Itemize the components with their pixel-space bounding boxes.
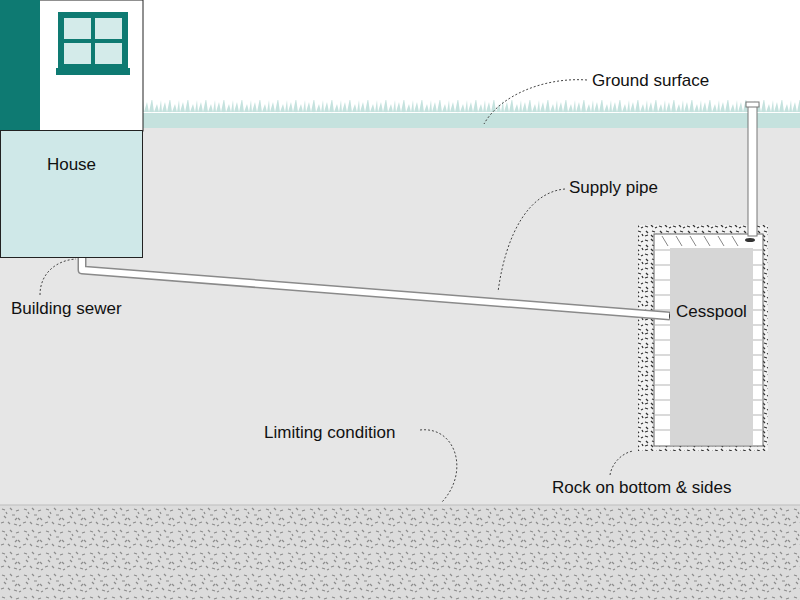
leader-line [498,189,565,292]
leader-line [484,80,587,124]
cesspool-chamber: Cesspool [670,248,753,445]
node-text: Cesspool [670,302,753,322]
pipe-label: Supply pipe [569,178,658,198]
sewer-label: Building sewer [11,299,122,319]
sewer-pipe [82,258,675,321]
house-box: House [0,130,143,258]
leader-line [40,259,76,295]
leader-line [610,451,633,475]
rock-label: Rock on bottom & sides [552,478,732,498]
pipe-bore [82,258,670,316]
pipe-outline [82,258,670,316]
limit-label: Limiting condition [264,423,395,443]
node-text: House [1,155,142,175]
leader-line [420,430,457,502]
ground-label: Ground surface [592,71,709,91]
